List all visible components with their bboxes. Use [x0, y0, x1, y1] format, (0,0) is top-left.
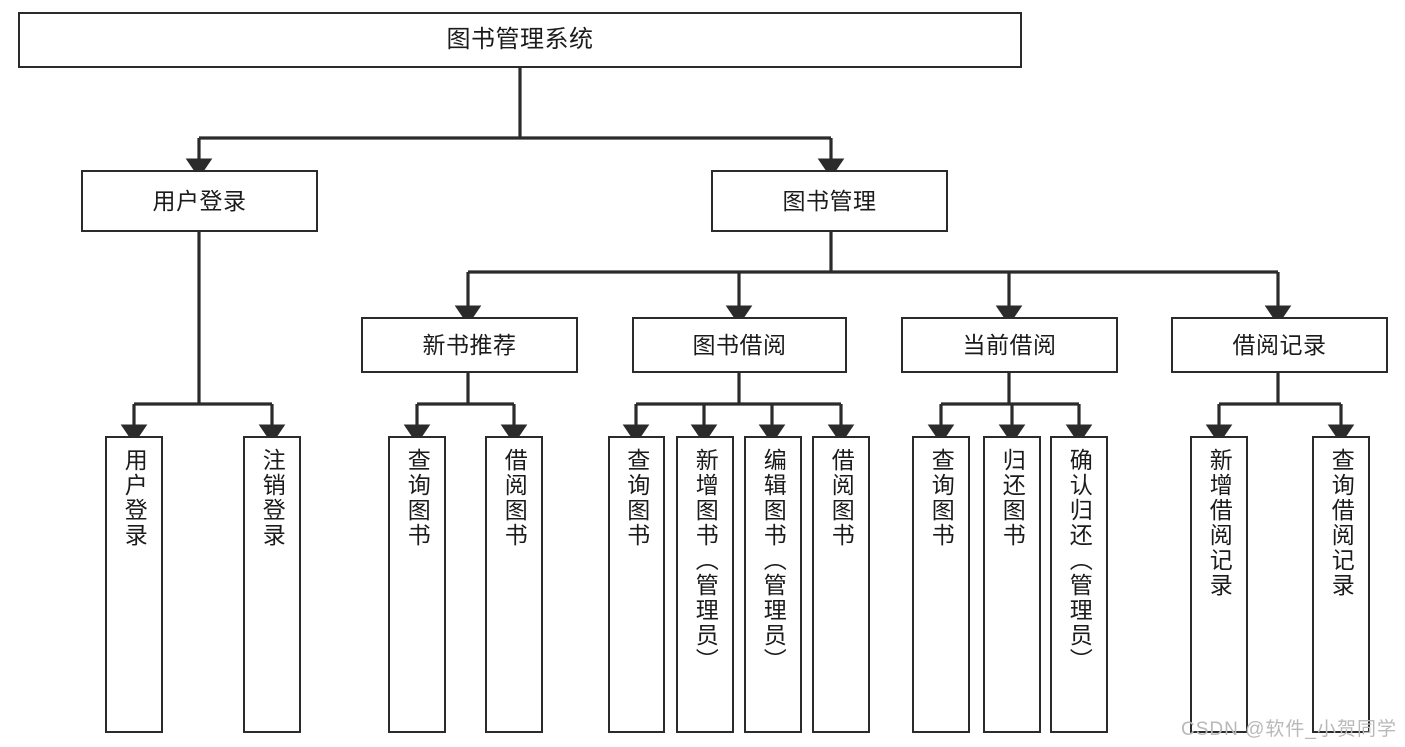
node-label: 用户登录: [121, 448, 148, 548]
node-current-borrow[interactable]: 当前借阅: [901, 317, 1118, 373]
node-book-manage[interactable]: 图书管理: [711, 170, 948, 232]
node-label: 图书借阅: [692, 331, 787, 358]
node-leaf-edit-book[interactable]: 编辑图书（管理员）: [744, 436, 802, 733]
node-label: 新增图书（管理员）: [692, 448, 719, 673]
csdn-watermark: CSDN @软件_小贺同学: [1181, 719, 1397, 740]
node-borrow-record[interactable]: 借阅记录: [1171, 317, 1388, 373]
node-label: 注销登录: [259, 448, 286, 548]
node-leaf-user-login[interactable]: 用户登录: [105, 436, 163, 733]
node-label: 编辑图书（管理员）: [760, 448, 787, 673]
node-leaf-logout[interactable]: 注销登录: [243, 436, 301, 733]
node-label: 借阅记录: [1232, 331, 1327, 358]
node-label: 确认归还（管理员）: [1066, 448, 1093, 673]
node-label: 用户登录: [152, 187, 247, 214]
node-label: 查询图书: [928, 448, 955, 548]
node-label: 借阅图书: [501, 448, 528, 548]
node-root-system[interactable]: 图书管理系统: [18, 12, 1022, 68]
node-label: 新书推荐: [422, 331, 517, 358]
node-label: 当前借阅: [962, 331, 1057, 358]
node-label: 查询图书: [623, 448, 650, 548]
node-leaf-query-borrow-record[interactable]: 查询借阅记录: [1312, 436, 1370, 733]
node-leaf-query-book-1[interactable]: 查询图书: [388, 436, 446, 733]
node-leaf-return-book[interactable]: 归还图书: [983, 436, 1041, 733]
node-leaf-confirm-return[interactable]: 确认归还（管理员）: [1050, 436, 1108, 733]
node-user-login[interactable]: 用户登录: [81, 170, 318, 232]
node-new-book-recommend[interactable]: 新书推荐: [361, 317, 578, 373]
node-label: 借阅图书: [828, 448, 855, 548]
node-label: 新增借阅记录: [1206, 448, 1233, 598]
node-label: 查询图书: [404, 448, 431, 548]
node-leaf-query-book-2[interactable]: 查询图书: [608, 436, 665, 733]
node-label: 图书管理系统: [446, 26, 594, 54]
node-leaf-query-book-3[interactable]: 查询图书: [912, 436, 970, 733]
node-label: 查询借阅记录: [1328, 448, 1355, 598]
node-leaf-add-book[interactable]: 新增图书（管理员）: [676, 436, 734, 733]
node-label: 归还图书: [999, 448, 1026, 548]
node-label: 图书管理: [782, 187, 877, 214]
node-leaf-borrow-book-2[interactable]: 借阅图书: [812, 436, 870, 733]
node-book-borrow[interactable]: 图书借阅: [632, 317, 847, 373]
node-leaf-add-borrow-record[interactable]: 新增借阅记录: [1190, 436, 1248, 733]
node-leaf-borrow-book-1[interactable]: 借阅图书: [485, 436, 543, 733]
